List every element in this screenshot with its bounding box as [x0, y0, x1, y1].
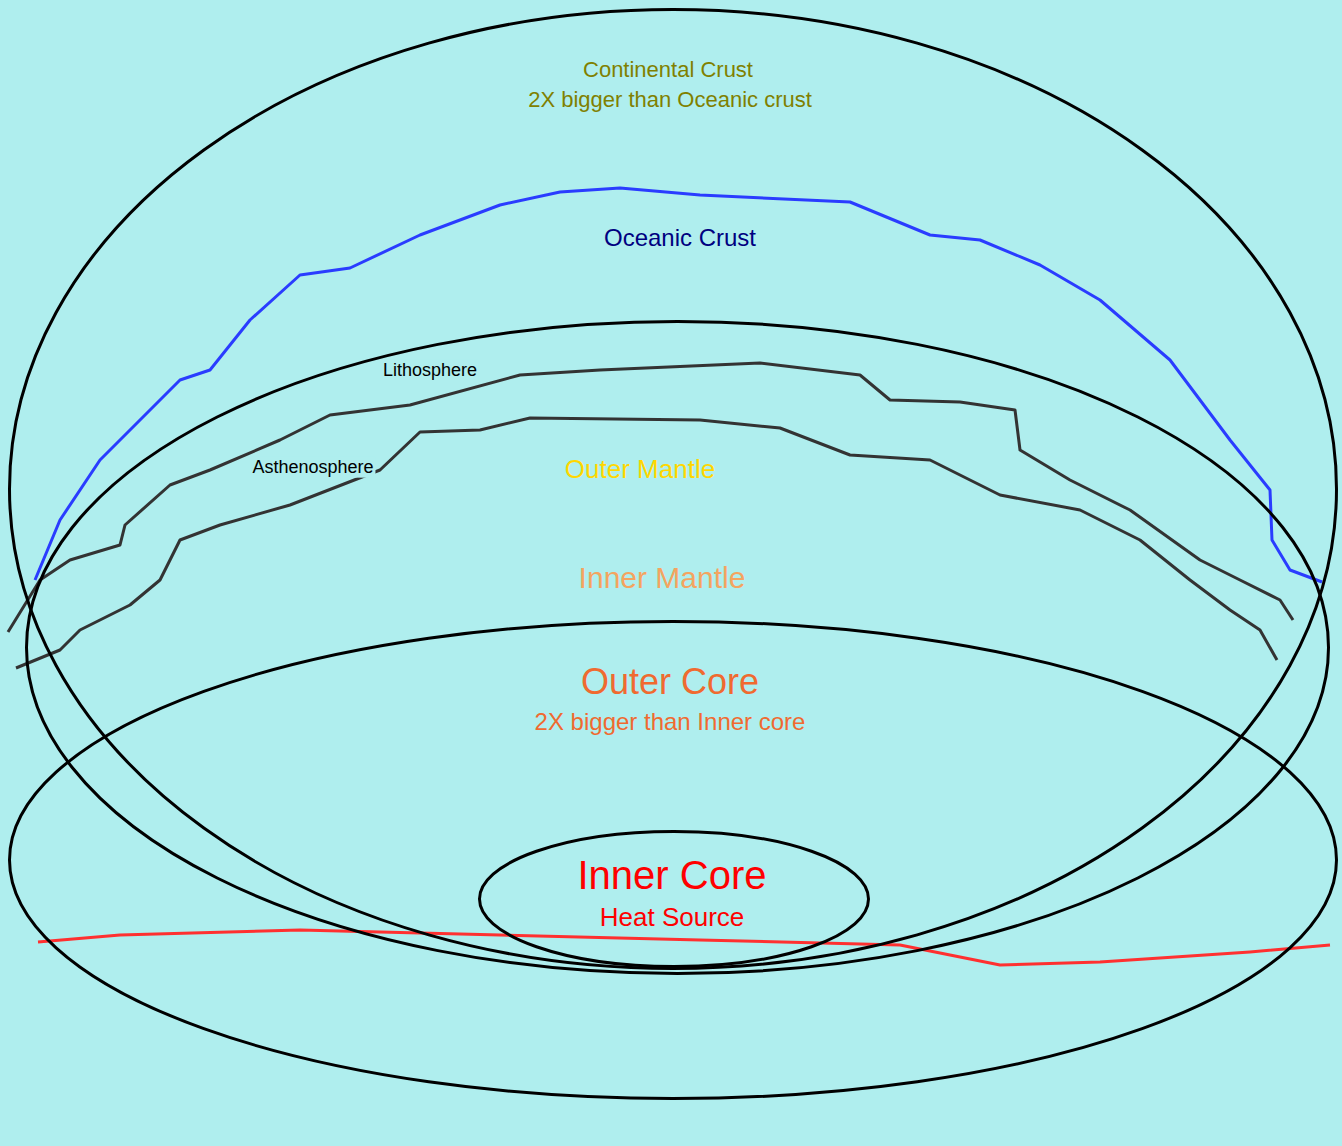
layer-label: Lithosphere [381, 360, 479, 381]
layer-note: Inner Mantle [579, 561, 746, 596]
asthenosphere-line [16, 418, 1277, 668]
ellipse-outline [8, 8, 1338, 970]
layer-name: Outer Mantle [565, 455, 715, 485]
ellipse-outline [478, 830, 870, 968]
layer-label: Oceanic Crust [602, 224, 758, 252]
layer-name: Inner Core [578, 852, 767, 898]
lithosphere-line [8, 363, 1293, 632]
continental-crust-ellipse: Continental Crust 2X bigger than Oceanic … [8, 8, 1338, 970]
layer-note: Heat Source [600, 903, 745, 933]
ellipse [480, 832, 869, 967]
layer-note: 2X bigger than Inner core [535, 708, 806, 736]
layer-name: Outer Core [581, 661, 759, 702]
ellipse [10, 622, 1337, 1099]
ellipse [10, 10, 1337, 969]
layer-note: 2X bigger than Oceanic crust [528, 87, 812, 112]
outer-core-ellipse: Outer Core 2X bigger than Inner coreInner… [8, 620, 1338, 1100]
inner-core-ellipse: Inner CoreHeat Source [478, 830, 870, 968]
heat-line [38, 930, 1330, 965]
layer-name: Continental Crust [583, 57, 753, 82]
ellipse [27, 322, 1329, 974]
layer-label: Asthenosphere [250, 457, 375, 478]
